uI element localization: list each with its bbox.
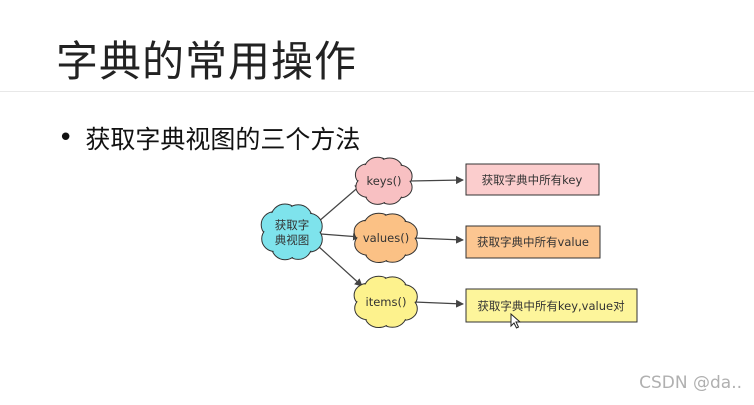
result-box-keys-text: 获取字典中所有key [482, 173, 583, 187]
result-box-items-text: 获取字典中所有key,value对 [477, 299, 625, 313]
bullet-item: • 获取字典视图的三个方法 [58, 120, 360, 156]
cloud-label-values: values() [363, 231, 409, 245]
title-divider [0, 91, 754, 92]
cloud-label-keys: keys() [366, 174, 401, 188]
slide-title: 字典的常用操作 [56, 37, 358, 86]
arrow-items-to-box [413, 299, 464, 308]
cloud-bump-fill [262, 227, 287, 251]
result-box-values-text: 获取字典中所有value [477, 235, 589, 249]
cloud-shape [353, 212, 418, 263]
mouse-cursor-icon [510, 313, 522, 329]
cloud-shape [353, 275, 418, 328]
cloud-shape [354, 156, 413, 205]
cloud-label-items: items() [366, 295, 407, 309]
source-label-line2: 典视图 [275, 233, 310, 247]
watermark: CSDN @da.. [639, 373, 742, 393]
cloud-values: values() [353, 212, 418, 263]
cloud-bump-fill [356, 177, 379, 197]
arrow-keys-to-box [409, 176, 464, 185]
result-box-keys: 获取字典中所有key [465, 163, 600, 196]
source-cloud: 获取字 典视图 [260, 203, 323, 261]
result-box-values-rect [465, 225, 601, 259]
cloud-keys: keys() [354, 156, 413, 205]
bullet-dot: • [58, 123, 74, 153]
cloud-bump-fill [355, 297, 381, 319]
cloud-items: items() [353, 275, 418, 328]
arrow-source-to-values [320, 232, 361, 241]
result-box-values: 获取字典中所有value [465, 225, 601, 259]
arrow-values-to-box [413, 235, 464, 244]
bullet-text: 获取字典视图的三个方法 [85, 125, 361, 154]
cloud-bump-fill [355, 233, 381, 255]
source-label-line1: 获取字 [275, 218, 310, 232]
result-box-items: 获取字典中所有key,value对 [465, 288, 638, 323]
arrow-source-to-keys [317, 183, 363, 223]
result-box-items-rect [465, 288, 638, 323]
arrow-source-to-items [317, 245, 363, 287]
result-box-keys-rect [465, 163, 600, 196]
cloud-shape [260, 203, 323, 261]
